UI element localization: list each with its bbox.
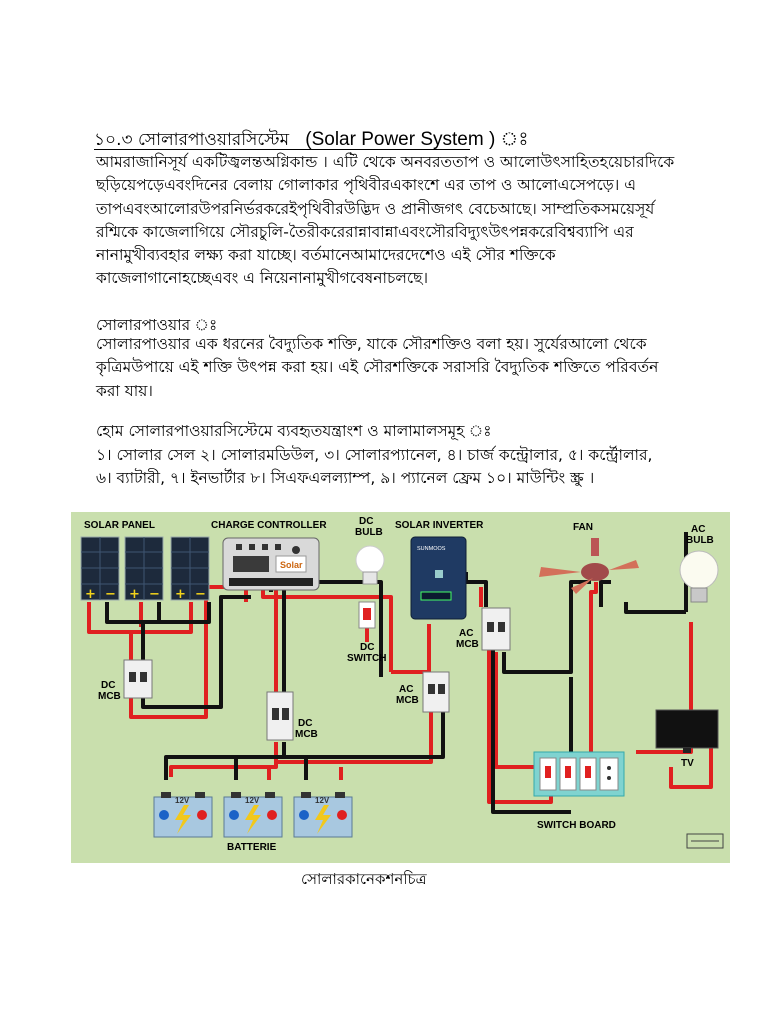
heading-underline (94, 149, 470, 150)
solar-connection-diagram: +− +− +− SOLAR PANEL Solar CHARGE CONTRO… (71, 512, 730, 863)
ceiling-fan (539, 538, 639, 594)
dc-mcb-left (123, 659, 153, 699)
dc-bulb (355, 545, 385, 585)
section-heading: ১০.৩ সোলারপাওয়ারসিস্টেম (Solar Power Sy… (94, 125, 528, 157)
paragraph-line: নানামুখীব্যবহার লক্ষ্য করা যাচ্ছে। বর্তম… (96, 246, 556, 265)
svg-text:+: + (175, 587, 186, 602)
svg-text:+: + (85, 587, 96, 602)
ac-bulb (679, 550, 719, 603)
dc-switch (358, 601, 376, 629)
tv-label: TV (681, 758, 694, 769)
battery: 12V (223, 792, 283, 838)
solar-inverter-label: SOLAR INVERTER (395, 520, 484, 531)
svg-text:+: + (129, 587, 140, 602)
fan-label: FAN (573, 522, 593, 533)
battery-voltage: 12V (315, 796, 330, 805)
intro-paragraph: আমরাজানিসূর্য একটিজ্বলন্তঅগ্নিকান্ড । এট… (96, 151, 736, 291)
paragraph-line: করা যায়। (96, 381, 153, 400)
diagram-caption: সোলারকানেকশনচিত্র (301, 870, 427, 888)
heading-english: (Solar Power System ) ঃ (305, 129, 529, 150)
switch-board-label: SWITCH BOARD (537, 820, 616, 831)
batteries: 12V 12V 12V (153, 792, 353, 838)
components-list: ১। সোলার সেল ২। সোলারমডিউল, ৩। সোলারপ্যা… (96, 444, 736, 491)
paragraph-line: কাজেলাগানোহচ্ছেএবং এ নিয়েনানামুখীগবেষনা… (96, 269, 429, 288)
publisher-logo (686, 833, 724, 849)
batterie-label: BATTERIE (227, 842, 277, 853)
paragraph-line: ৬। ব্যাটারী, ৭। ইনভার্টার ৮। সিএফএলল্যাম… (96, 469, 595, 488)
dc-mcb-center (266, 691, 294, 741)
paragraph-line: সোলারপাওয়ার এক ধরনের বৈদ্যুতিক শক্তি, য… (96, 335, 647, 353)
solar-inverter: SUNMOOS (410, 536, 467, 620)
paragraph-line: আমরাজানিসূর্য একটিজ্বলন্তঅগ্নিকান্ড । এট… (96, 153, 675, 171)
svg-text:−: − (195, 587, 206, 602)
subheading-components: হোম সোলারপাওয়ারসিস্টেমে ব্যবহৃতযন্ত্রাং… (96, 422, 492, 440)
svg-text:−: − (149, 587, 160, 602)
paragraph-line: কৃত্রিমউপায়ে এই শক্তি উৎপন্ন করা হয়। এ… (96, 358, 659, 377)
negative-wires (105, 532, 688, 814)
television (655, 709, 719, 753)
solar-panels: +− +− +− (80, 536, 210, 602)
switch-board (533, 751, 625, 797)
subheading-solar-power: সোলারপাওয়ার ঃ (96, 316, 218, 334)
battery-voltage: 12V (245, 796, 260, 805)
paragraph-line: রশ্মিকে কাজেলাগিয়ে সৌরচুলি-তৈরীকরেরান্ন… (96, 222, 634, 241)
charge-controller-label: CHARGE CONTROLLER (211, 520, 327, 531)
svg-text:−: − (105, 587, 116, 602)
ac-mcb-left (422, 671, 450, 713)
battery: 12V (153, 792, 213, 838)
charge-controller: Solar (222, 537, 320, 591)
solar-power-paragraph: সোলারপাওয়ার এক ধরনের বৈদ্যুতিক শক্তি, য… (96, 333, 736, 403)
controller-brand: Solar (280, 560, 303, 570)
inverter-brand: SUNMOOS (417, 546, 446, 552)
battery-voltage: 12V (175, 796, 190, 805)
solar-panel-label: SOLAR PANEL (84, 520, 155, 531)
heading-bengali: ১০.৩ সোলারপাওয়ারসিস্টেম (94, 130, 290, 150)
ac-mcb-right (481, 607, 511, 651)
paragraph-line: তাপএবংআলোরউপরনির্ভরকরেইপৃথিবীরউদ্ভিদ ও প… (96, 199, 655, 218)
paragraph-line: ছড়িয়েপড়েএবংদিনের বেলায় গোলাকার পৃথিব… (96, 176, 637, 195)
paragraph-line: ১। সোলার সেল ২। সোলারমডিউল, ৩। সোলারপ্যা… (96, 446, 653, 464)
battery: 12V (293, 792, 353, 838)
diagram-svg: +− +− +− SOLAR PANEL Solar CHARGE CONTRO… (80, 516, 724, 853)
